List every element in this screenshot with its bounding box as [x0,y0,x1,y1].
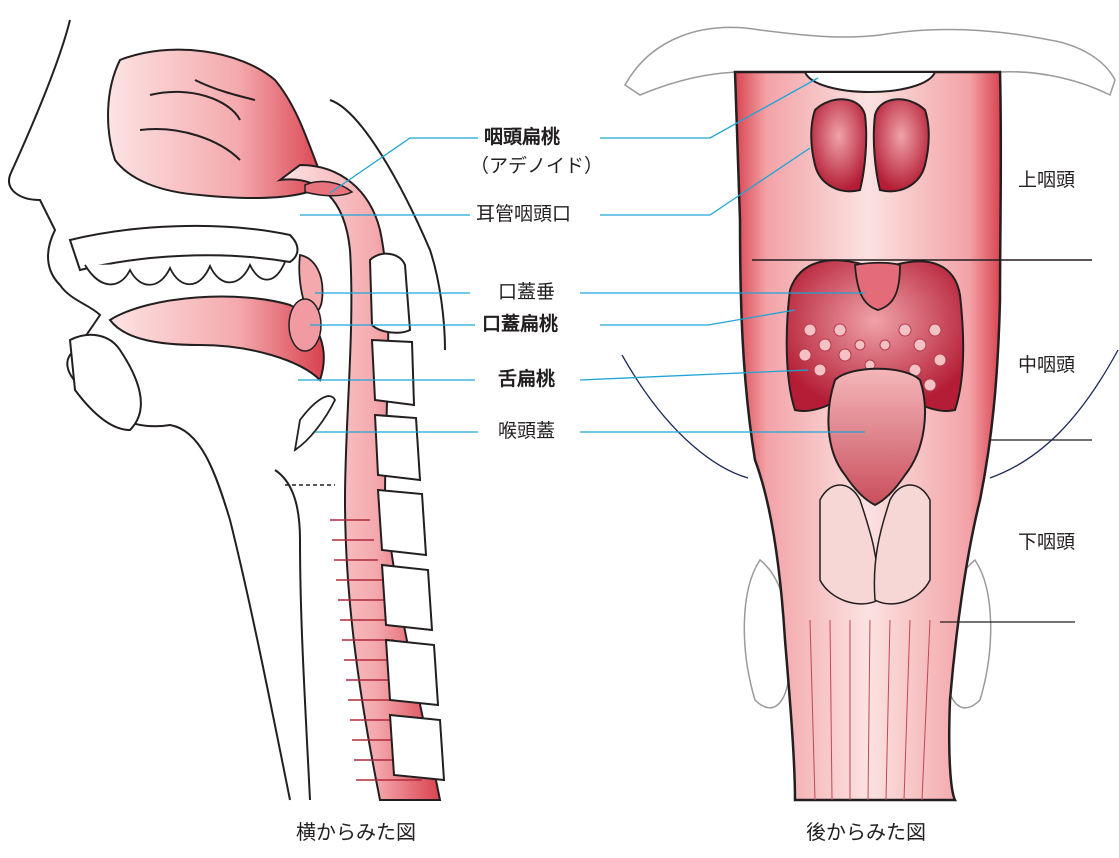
upper-teeth [85,262,285,285]
label-pharyngeal-tonsil: 咽頭扁桃 [484,128,560,147]
label-oropharynx: 中咽頭 [1018,356,1075,375]
caption-back-view: 後からみた図 [806,822,926,842]
label-adenoid: （アデノイド） [470,157,603,176]
label-nasopharynx: 上咽頭 [1018,171,1075,190]
label-epiglottis: 喉頭蓋 [498,422,555,441]
side-view [9,20,445,800]
back-view [622,27,1118,800]
lower-jaw [70,335,141,430]
label-eustachian-opening: 耳管咽頭口 [476,205,571,224]
label-hypopharynx: 下咽頭 [1018,533,1075,552]
label-lingual-tonsil: 舌扁桃 [498,370,555,389]
label-uvula: 口蓋垂 [498,283,555,302]
epiglottis-side [295,396,335,450]
label-palatine-tonsil: 口蓋扁桃 [482,315,558,334]
caption-side-view: 横からみた図 [296,822,416,842]
